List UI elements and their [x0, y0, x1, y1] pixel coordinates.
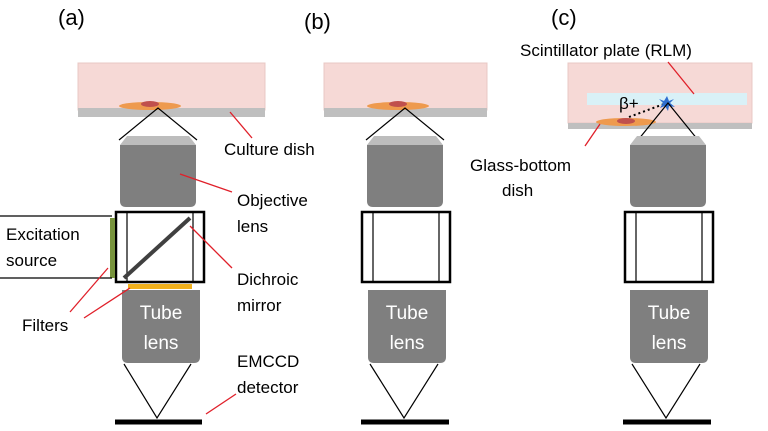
emccd-label-1: EMCCD [237, 352, 299, 371]
emccd-label-2: detector [237, 378, 299, 397]
dichroic-mirror [122, 216, 192, 280]
culture-dish-base [324, 108, 487, 117]
excitation-source-label-2: source [6, 251, 57, 270]
cell-nucleus [141, 101, 159, 107]
light-cone-lower [123, 363, 192, 420]
objective-lens [367, 145, 443, 207]
objective-lens-label-2: lens [237, 217, 268, 236]
light-cone-upper [637, 102, 699, 141]
emccd-pointer [205, 393, 237, 415]
panel-a-label: (a) [58, 5, 85, 30]
dichroic-mirror-label-1: Dichroic [237, 270, 299, 289]
culture-dish-base [78, 108, 265, 117]
dichroic-mirror-label-2: mirror [237, 296, 282, 315]
light-cone-lower [631, 363, 701, 420]
tube-lens [630, 290, 708, 363]
cell-nucleus [617, 118, 635, 124]
tube-lens-label-2: lens [390, 333, 425, 354]
objective-lens [630, 145, 706, 207]
objective-lens-top [367, 136, 443, 145]
glass-bottom-label-2: dish [502, 181, 533, 200]
filters-pointer-1 [69, 267, 109, 313]
panel-b: (b) Tube lens [304, 9, 488, 425]
filter-cube [360, 210, 452, 284]
cell-nucleus [389, 101, 407, 107]
objective-lens-top [630, 136, 706, 145]
filter-cube [623, 210, 715, 284]
culture-dish-label: Culture dish [224, 140, 315, 159]
objective-lens-pointer [179, 173, 233, 193]
tube-lens-label-1: Tube [140, 303, 183, 324]
tube-lens-label-1: Tube [648, 303, 691, 324]
filters-label: Filters [22, 316, 68, 335]
filters-pointer-2 [83, 287, 131, 319]
tube-lens-label-2: lens [144, 333, 179, 354]
beta-label: β+ [619, 94, 639, 113]
light-cone-upper [365, 107, 445, 141]
excitation-source-label-1: Excitation [6, 225, 80, 244]
culture-dish-pointer [229, 111, 253, 139]
light-cone-upper [118, 107, 198, 141]
panel-a: (a) Tube lens [0, 5, 315, 425]
tube-lens-label-1: Tube [386, 303, 429, 324]
dichroic-mirror-pointer [189, 225, 233, 269]
light-cone-lower [369, 363, 439, 420]
panel-c: (c) β+ Tube lens Scintillator plate (RLM… [470, 5, 753, 425]
objective-lens-label-1: Objective [237, 191, 308, 210]
excitation-filter [110, 218, 115, 278]
panel-b-label: (b) [304, 9, 331, 34]
objective-lens-top [120, 136, 196, 145]
glass-bottom-label-1: Glass-bottom [470, 156, 571, 175]
tube-lens-label-2: lens [652, 333, 687, 354]
scintillator-pointer [667, 61, 695, 95]
tube-lens [122, 290, 200, 363]
beta-particle-track [628, 103, 665, 118]
scintillator-label: Scintillator plate (RLM) [520, 41, 692, 60]
culture-dish-medium [77, 62, 266, 111]
panel-c-label: (c) [551, 5, 577, 30]
glass-bottom-dish-base [568, 123, 752, 129]
objective-lens [120, 145, 196, 207]
glass-bottom-pointer [584, 123, 601, 147]
tube-lens [368, 290, 446, 363]
emission-filter [128, 284, 192, 289]
